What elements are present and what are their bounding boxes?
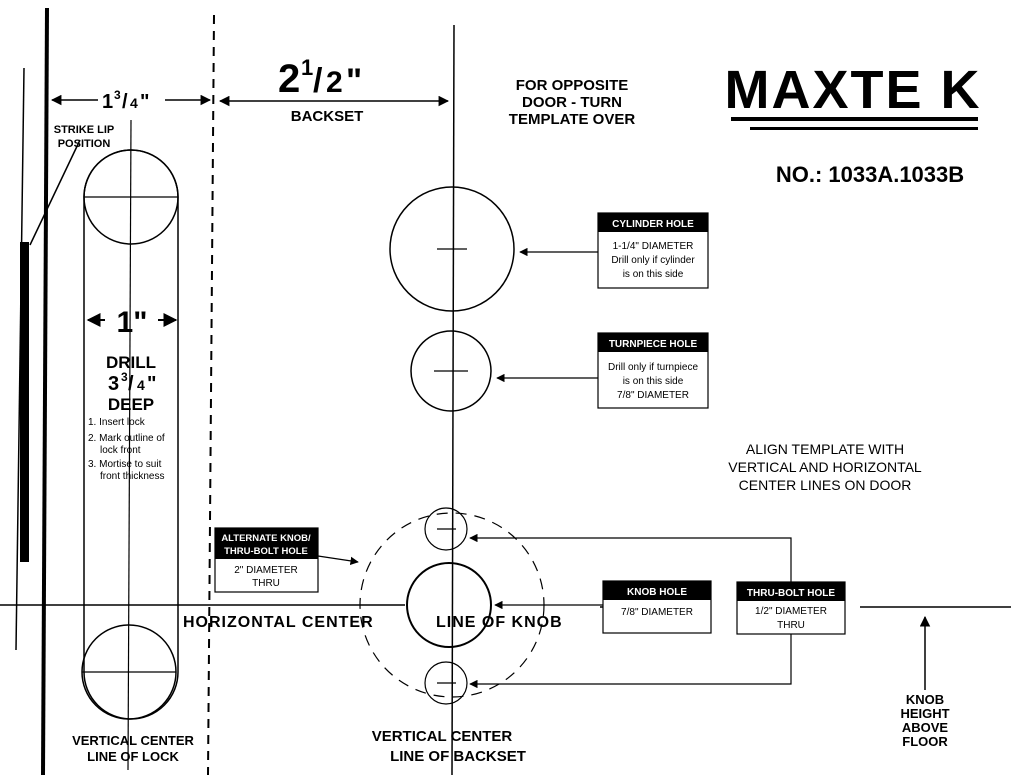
svg-text:/: / (313, 62, 323, 100)
lock-bore-slot (81, 149, 179, 720)
alternate-hole-callout: ALTERNATE KNOB/ THRU-BOLT HOLE 2" DIAMET… (214, 527, 319, 593)
align-note: ALIGN TEMPLATE WITH VERTICAL AND HORIZON… (728, 441, 922, 493)
svg-text:THRU-BOLT HOLE: THRU-BOLT HOLE (224, 546, 308, 557)
vertical-center-backset-line (451, 24, 455, 776)
svg-text:FOR OPPOSITE: FOR OPPOSITE (516, 77, 629, 94)
svg-text:/: / (128, 373, 134, 395)
svg-text:7/8" DIAMETER: 7/8" DIAMETER (621, 607, 693, 618)
svg-text:THRU: THRU (252, 578, 280, 589)
svg-text:CYLINDER HOLE: CYLINDER HOLE (612, 219, 694, 230)
svg-text:POSITION: POSITION (58, 138, 111, 150)
knob-hole-callout: KNOB HOLE 7/8" DIAMETER (602, 580, 712, 634)
drill-depth-label: DRILL 3 3 / 4 " DEEP (106, 353, 157, 414)
svg-text:ALIGN TEMPLATE WITH: ALIGN TEMPLATE WITH (746, 441, 904, 457)
knob-hole (406, 562, 492, 648)
turnpiece-hole (410, 330, 492, 412)
thru-bolt-hole-top (424, 507, 468, 551)
svg-text:HORIZONTAL CENTER: HORIZONTAL CENTER (183, 614, 374, 631)
svg-text:1/2" DIAMETER: 1/2" DIAMETER (755, 606, 827, 617)
svg-text:2. Mark outline of: 2. Mark outline of (88, 433, 165, 444)
svg-text:LINE OF LOCK: LINE OF LOCK (87, 749, 179, 764)
svg-text:ABOVE: ABOVE (902, 720, 949, 735)
svg-text:3: 3 (121, 370, 128, 384)
maxtek-logo: MAXTE K (725, 60, 982, 130)
svg-text:Drill only if cylinder: Drill only if cylinder (611, 255, 695, 266)
cylinder-hole (389, 186, 515, 312)
svg-text:4: 4 (137, 377, 145, 393)
svg-text:1: 1 (301, 55, 313, 80)
backset-dimension-label: 2 1 / 2 " (278, 55, 362, 101)
svg-text:VERTICAL AND HORIZONTAL: VERTICAL AND HORIZONTAL (728, 459, 922, 475)
cylinder-hole-callout: CYLINDER HOLE 1-1/4" DIAMETER Drill only… (597, 212, 709, 289)
svg-text:lock front: lock front (100, 445, 141, 456)
svg-text:THRU: THRU (777, 620, 805, 631)
svg-text:THRU-BOLT HOLE: THRU-BOLT HOLE (747, 588, 835, 599)
strike-lip-leader (29, 139, 81, 246)
vertical-center-lock-line (127, 119, 132, 771)
svg-text:": " (140, 91, 149, 113)
horizontal-center-line-label: HORIZONTAL CENTER LINE OF KNOB (183, 614, 563, 631)
thru-bolt-leader-top (469, 533, 792, 582)
strike-lip-label: STRIKE LIP POSITION (54, 124, 115, 150)
svg-text:ALTERNATE KNOB/: ALTERNATE KNOB/ (221, 533, 311, 544)
svg-text:2: 2 (278, 57, 300, 101)
svg-text:MAXTE K: MAXTE K (725, 60, 982, 120)
svg-text:is on this side: is on this side (623, 269, 684, 280)
vertical-center-backset-label: VERTICAL CENTER LINE OF BACKSET (372, 728, 526, 765)
bore-width-label: 1" (117, 306, 148, 339)
strike-lip-bar (20, 242, 29, 562)
vertical-center-lock-label: VERTICAL CENTER LINE OF LOCK (72, 733, 194, 764)
svg-text:1-1/4" DIAMETER: 1-1/4" DIAMETER (613, 241, 694, 252)
svg-text:7/8" DIAMETER: 7/8" DIAMETER (617, 390, 689, 401)
svg-text:1. Insert lock: 1. Insert lock (88, 417, 146, 428)
opposite-door-note: FOR OPPOSITE DOOR - TURN TEMPLATE OVER (509, 77, 636, 128)
thru-bolt-hole-callout: THRU-BOLT HOLE 1/2" DIAMETER THRU (736, 581, 846, 635)
svg-text:LINE OF KNOB: LINE OF KNOB (436, 614, 563, 631)
model-number: NO.: 1033A.1033B (776, 162, 964, 187)
svg-text:VERTICAL CENTER: VERTICAL CENTER (72, 733, 194, 748)
svg-text:DEEP: DEEP (108, 395, 154, 414)
backset-label: BACKSET (291, 108, 364, 125)
svg-text:3: 3 (114, 88, 121, 102)
svg-text:DRILL: DRILL (106, 353, 156, 372)
svg-text:CENTER LINES ON DOOR: CENTER LINES ON DOOR (739, 477, 912, 493)
alternate-leader (317, 555, 359, 566)
svg-text:STRIKE LIP: STRIKE LIP (54, 124, 115, 136)
svg-text:1: 1 (102, 91, 113, 113)
svg-text:2: 2 (326, 66, 343, 99)
svg-text:3: 3 (108, 373, 119, 395)
turnpiece-hole-callout: TURNPIECE HOLE Drill only if turnpiece i… (597, 332, 709, 409)
svg-text:": " (147, 373, 156, 395)
svg-text:TEMPLATE OVER: TEMPLATE OVER (509, 111, 636, 128)
svg-text:": " (346, 62, 362, 100)
svg-text:TURNPIECE HOLE: TURNPIECE HOLE (609, 339, 698, 350)
svg-text:VERTICAL CENTER: VERTICAL CENTER (372, 728, 513, 745)
svg-text:KNOB HOLE: KNOB HOLE (627, 587, 687, 598)
thru-bolt-hole-bottom (424, 661, 468, 705)
svg-text:DOOR - TURN: DOOR - TURN (522, 94, 622, 111)
svg-text:is on this side: is on this side (623, 376, 684, 387)
svg-text:FLOOR: FLOOR (902, 734, 948, 749)
svg-text:KNOB: KNOB (906, 692, 944, 707)
drill-steps: 1. Insert lock 2. Mark outline of lock f… (88, 417, 165, 482)
svg-text:2" DIAMETER: 2" DIAMETER (234, 565, 298, 576)
svg-text:3. Mortise to suit: 3. Mortise to suit (88, 459, 162, 470)
svg-text:Drill only if turnpiece: Drill only if turnpiece (608, 362, 698, 373)
svg-text:front thickness: front thickness (100, 471, 164, 482)
knob-height-label: KNOB HEIGHT ABOVE FLOOR (900, 692, 949, 749)
svg-text:HEIGHT: HEIGHT (900, 706, 949, 721)
dashed-reference-line (207, 14, 215, 776)
svg-text:4: 4 (130, 95, 138, 111)
door-thickness-label: 1 3 / 4 " (102, 88, 149, 113)
thru-bolt-leader-bottom (469, 634, 792, 689)
door-edge-line (41, 7, 49, 776)
svg-text:/: / (122, 91, 128, 113)
svg-text:LINE OF BACKSET: LINE OF BACKSET (390, 748, 526, 765)
